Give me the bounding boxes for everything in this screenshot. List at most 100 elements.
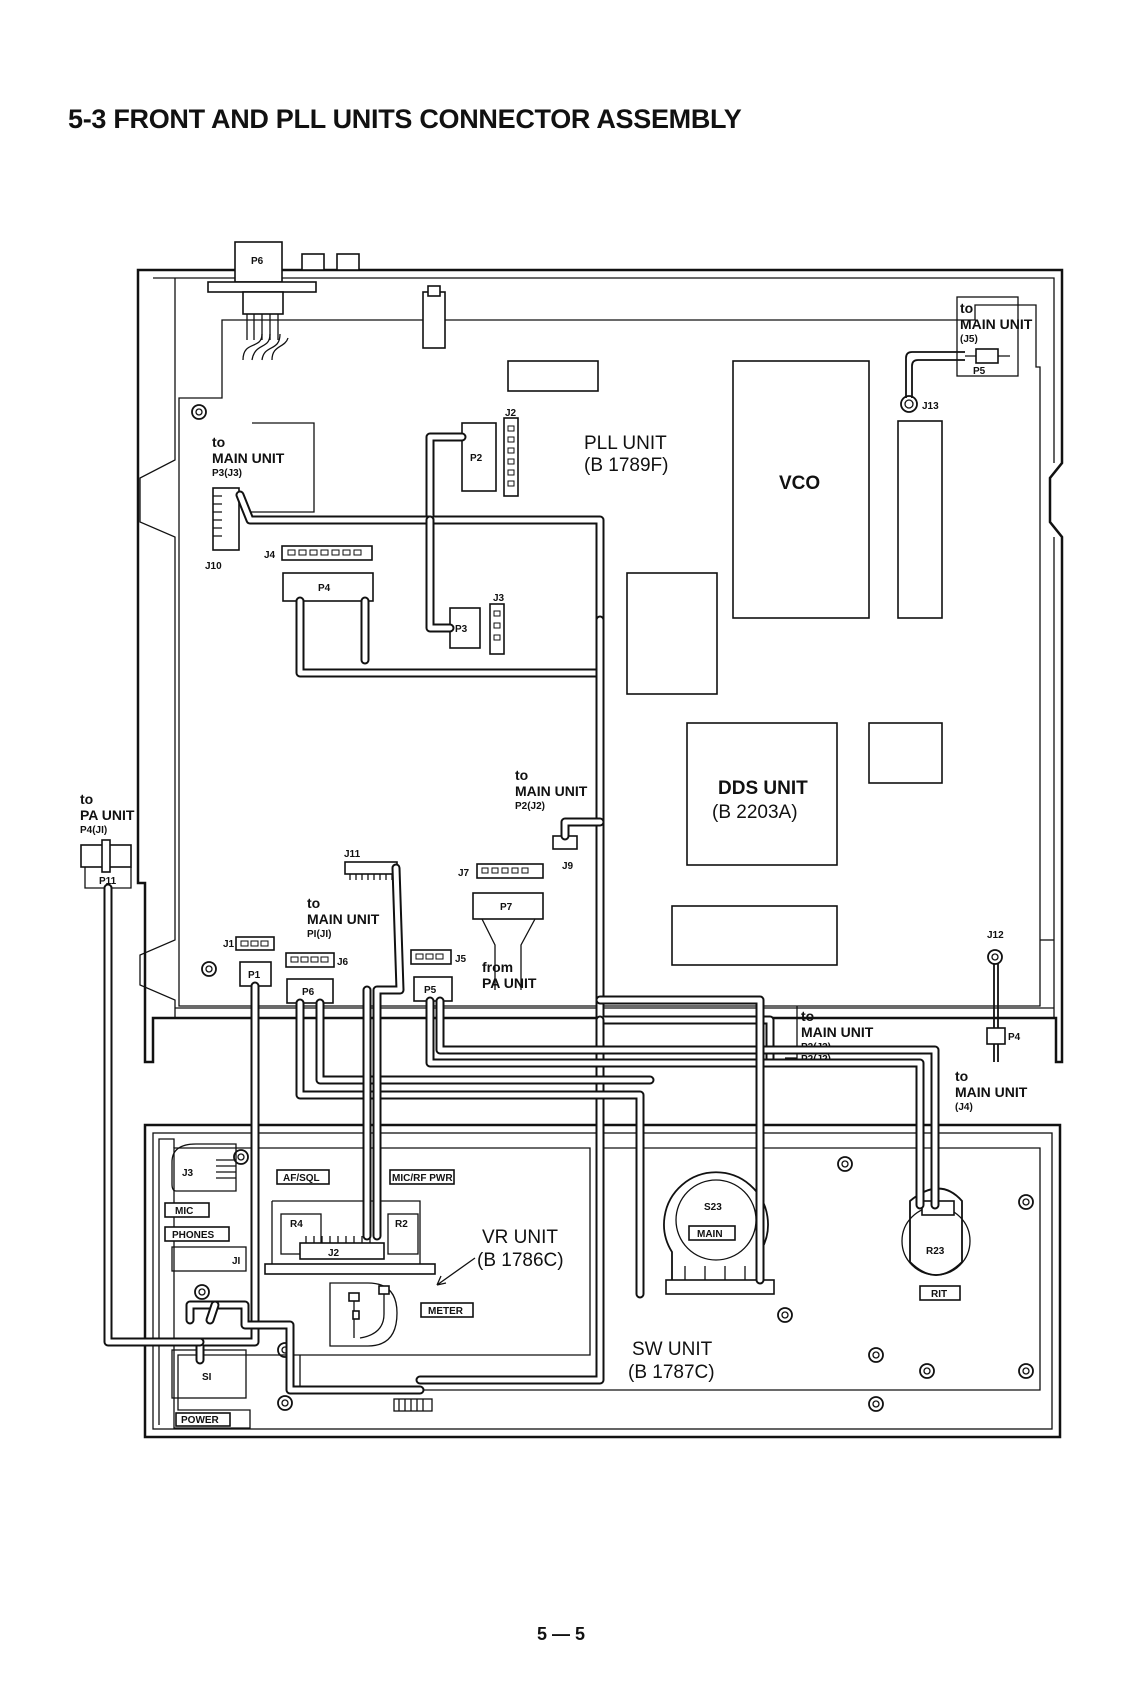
svg-text:MAIN UNIT: MAIN UNIT xyxy=(801,1024,874,1040)
af-sql-label: AF/SQL xyxy=(283,1173,320,1184)
to-main-p2j2: to MAIN UNIT P2(J2) J9 xyxy=(515,767,588,872)
svg-text:to: to xyxy=(80,791,93,807)
svg-text:P5: P5 xyxy=(424,985,437,996)
module-lower xyxy=(671,905,838,966)
connector-j2-p2: J2 P2 xyxy=(461,408,519,497)
svg-text:to: to xyxy=(212,434,225,450)
module-small xyxy=(868,722,943,784)
power-label: POWER xyxy=(181,1415,220,1426)
pll-chassis xyxy=(136,268,1064,1064)
svg-text:(J4): (J4) xyxy=(955,1102,973,1113)
p6-rear-label: P6 xyxy=(251,256,264,267)
module-right xyxy=(897,420,943,619)
sw-unit-code: (B 1787C) xyxy=(628,1362,715,1383)
p11-label: P11 xyxy=(99,876,117,887)
svg-text:J12: J12 xyxy=(987,930,1004,941)
j1-vr-label: JI xyxy=(232,1256,241,1267)
svg-text:P3: P3 xyxy=(455,624,468,635)
ic-block-top xyxy=(507,360,599,392)
sw-unit-title: SW UNIT (B 1787C) xyxy=(628,1339,715,1383)
svg-text:to: to xyxy=(801,1008,814,1024)
mic-label: MIC xyxy=(175,1206,193,1217)
svg-text:J1: J1 xyxy=(223,939,235,950)
sw-components: S23 MAIN R23 RIT xyxy=(663,1156,1034,1412)
j2-vr-label: J2 xyxy=(328,1248,340,1259)
vco-label: VCO xyxy=(779,473,820,494)
svg-text:J11: J11 xyxy=(344,849,361,860)
r2-label: R2 xyxy=(395,1219,408,1230)
vr-unit-code: (B 1786C) xyxy=(477,1250,564,1271)
j10-label: J10 xyxy=(205,561,222,572)
svg-text:P3(J3): P3(J3) xyxy=(212,468,242,479)
to-main-j5: to MAIN UNIT (J5) P5 J13 xyxy=(900,296,1033,413)
rear-connector-p6: P6 xyxy=(207,241,446,361)
svg-text:MAIN UNIT: MAIN UNIT xyxy=(212,450,285,466)
connector-j11: J11 xyxy=(344,849,398,880)
svg-text:to: to xyxy=(515,767,528,783)
svg-text:MAIN UNIT: MAIN UNIT xyxy=(960,316,1033,332)
to-pa-unit: to PA UNIT P4(JI) P11 xyxy=(80,791,135,889)
svg-text:P7: P7 xyxy=(500,902,513,913)
connector-j5-p5: J5 P5 xyxy=(410,949,467,1002)
svg-text:P1: P1 xyxy=(248,970,261,981)
svg-text:P6: P6 xyxy=(302,987,315,998)
wire-harnesses xyxy=(103,432,940,1395)
dds-unit-code: (B 2203A) xyxy=(712,802,798,823)
vr-components: J3 MIC PHONES JI AF/SQL MIC/RF PWR R4 R2… xyxy=(164,1143,474,1427)
connector-j12-p4: J12 P4 xyxy=(986,930,1021,1062)
r23-label: R23 xyxy=(926,1246,945,1257)
page-title: 5-3 FRONT AND PLL UNITS CONNECTOR ASSEMB… xyxy=(68,104,742,134)
svg-text:P4: P4 xyxy=(318,583,331,594)
connector-j7-p7: J7 P7 from PA UNIT xyxy=(458,863,544,991)
j13-label: J13 xyxy=(922,401,939,412)
svg-text:J2: J2 xyxy=(505,408,517,419)
connector-j1-p1: J1 P1 xyxy=(223,936,275,987)
svg-text:to: to xyxy=(955,1068,968,1084)
svg-text:J5: J5 xyxy=(455,954,467,965)
svg-text:J6: J6 xyxy=(337,957,349,968)
svg-text:MAIN UNIT: MAIN UNIT xyxy=(307,911,380,927)
sw-unit-name: SW UNIT xyxy=(632,1339,713,1360)
svg-text:(J5): (J5) xyxy=(960,334,978,345)
pll-unit-code: (B 1789F) xyxy=(584,455,668,476)
svg-text:J4: J4 xyxy=(264,550,276,561)
connector-j3-p3: J3 P3 xyxy=(449,593,505,655)
svg-text:P2: P2 xyxy=(470,453,483,464)
s23-label: S23 xyxy=(704,1202,722,1213)
dds-unit-name: DDS UNIT xyxy=(718,778,808,799)
svg-text:PA UNIT: PA UNIT xyxy=(482,975,537,991)
meter-label: METER xyxy=(428,1306,464,1317)
p4-right-label: P4 xyxy=(1008,1032,1021,1043)
connector-j6-p6: J6 P6 xyxy=(285,952,349,1004)
pll-unit-title: PLL UNIT (B 1789F) xyxy=(584,433,668,476)
to-main-p3j3: to MAIN UNIT P3(J3) J10 xyxy=(205,422,315,572)
svg-text:P4(JI): P4(JI) xyxy=(80,825,107,836)
vco-module: VCO xyxy=(732,360,870,619)
svg-text:J3: J3 xyxy=(493,593,505,604)
r4-label: R4 xyxy=(290,1219,303,1230)
j3-vr-label: J3 xyxy=(182,1168,194,1179)
page-number: 5 — 5 xyxy=(536,1624,586,1644)
svg-text:J7: J7 xyxy=(458,868,470,879)
svg-text:PI(JI): PI(JI) xyxy=(307,929,331,940)
pll-unit-name: PLL UNIT xyxy=(584,433,667,454)
main-label: MAIN xyxy=(697,1229,723,1240)
mic-rf-pwr-label: MIC/RF PWR xyxy=(392,1173,453,1184)
svg-text:P2(J2): P2(J2) xyxy=(515,801,545,812)
connector-j4-p4: J4 P4 xyxy=(264,545,374,602)
svg-text:MAIN UNIT: MAIN UNIT xyxy=(955,1084,1028,1100)
svg-text:from: from xyxy=(482,959,513,975)
vr-unit-name: VR UNIT xyxy=(482,1227,558,1248)
s1-label: SI xyxy=(202,1372,212,1383)
svg-text:to: to xyxy=(307,895,320,911)
vr-unit-title: VR UNIT (B 1786C) xyxy=(436,1227,564,1286)
module-middle xyxy=(626,572,718,695)
svg-text:to: to xyxy=(960,300,973,316)
dds-unit: DDS UNIT (B 2203A) xyxy=(686,722,838,866)
svg-text:MAIN UNIT: MAIN UNIT xyxy=(515,783,588,799)
to-main-j4: to MAIN UNIT (J4) xyxy=(955,1068,1028,1113)
p5-top-label: P5 xyxy=(973,366,986,377)
to-main-p1j1: to MAIN UNIT PI(JI) xyxy=(307,895,380,940)
j9-label: J9 xyxy=(562,861,574,872)
